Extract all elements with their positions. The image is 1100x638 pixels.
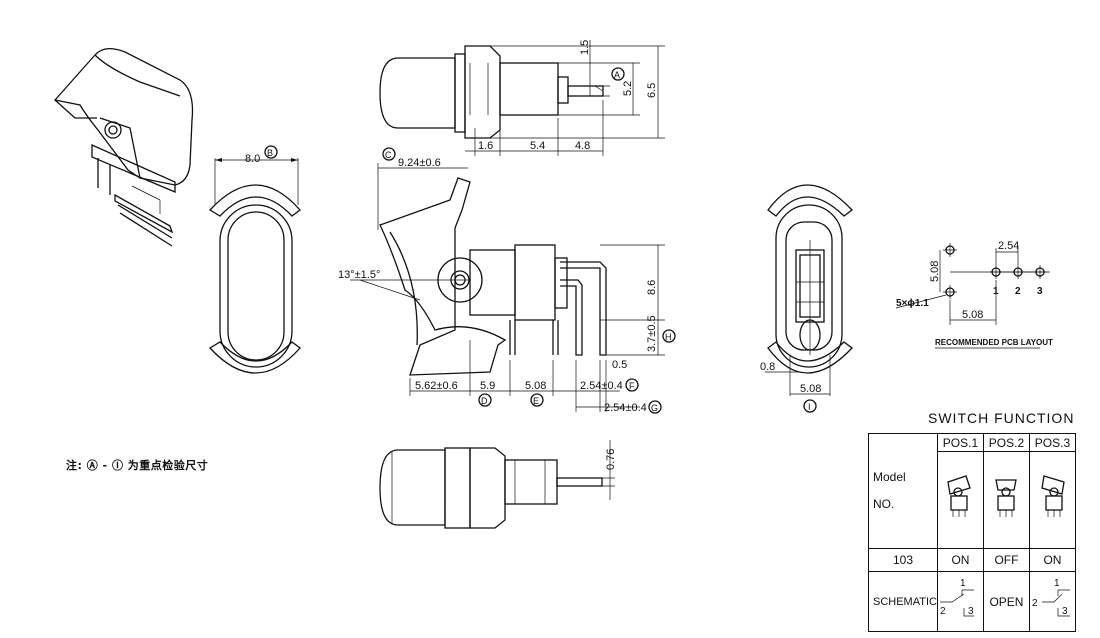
side-pin-dim: 0.5 [612,359,627,371]
side-e-label: E [533,396,539,406]
sch1-pin-1: 1 [960,578,966,589]
side-c-label: C [385,150,392,160]
pcb-hole-label: 5×ϕ1.1 [896,298,929,309]
side-bottom-dim-5: 2.54±0.4 [604,402,647,414]
switch-pos-2-icon [995,479,1017,517]
pos-3-state: ON [1028,548,1076,572]
model-label: Model [873,470,906,484]
pos-2-header: POS.2 [982,433,1030,452]
pos-1-icon-cell [936,451,984,549]
top-dim-4: 1.6 [478,140,493,152]
schematic-open: OPEN [982,571,1030,632]
model-no-label: NO. [873,497,895,511]
pos-1-header: POS.1 [936,433,984,452]
sch3-pin-2: 2 [1032,598,1038,609]
front-b-label: B [267,148,273,158]
switch-pos-1-icon [947,475,971,517]
switch-function-table: Model NO. POS.1 POS.2 POS.3 [868,433,1076,632]
pcb-dim-3: 5.08 [962,309,983,321]
pcb-dim-1: 2.54 [998,240,1019,252]
sch3-pin-1: 1 [1054,578,1060,589]
switch-function-title: SWITCH FUNCTION [928,410,1075,426]
side-c-dim: 9.24±0.6 [398,157,441,169]
bottom-view: 0.76 [379,440,617,529]
pcb-pin-2: 2 [1015,286,1021,297]
model-header-cell: Model NO. [868,433,938,549]
top-dim-3: 6.5 [646,83,658,98]
pcb-pin-3: 3 [1037,286,1043,297]
sch1-pin-3: 3 [968,606,974,617]
side-bottom-dim-3: 5.08 [525,380,546,392]
side-height-dim: 8.6 [646,280,658,295]
top-dim-6: 4.8 [575,140,590,152]
pcb-dim-2: 5.08 [929,261,941,282]
pcb-pin-1: 1 [993,286,999,297]
side-bottom-dim-2: 5.9 [480,380,495,392]
rear-dim-1: 0.8 [760,361,775,373]
side-view: C 9.24±0.6 13°±1.5° 8.6 3.7±0.5 H 0.5 [338,147,676,414]
top-dim-1: 1.5 [579,40,591,55]
front-width-dim: 8.0 [245,153,260,165]
pos-1-state: ON [936,548,984,572]
isometric-view [53,48,194,247]
side-angle: 13°±1.5° [338,269,380,281]
pos-3-icon-cell [1028,451,1076,549]
pos-3-header: POS.3 [1028,433,1076,452]
top-view: 1.5 5.2 6.5 A 1.6 5.4 4.8 [379,40,665,156]
pos-2-state: OFF [982,548,1030,572]
sch3-pin-3: 3 [1062,606,1068,617]
top-dim-2: 5.2 [622,81,634,96]
side-f-label: F [629,381,635,391]
bottom-dim: 0.76 [605,449,617,470]
schematic-pos-1-diagram: 1 2 3 [939,578,974,617]
side-g-label: G [651,403,658,413]
top-a-label: A [614,70,620,80]
top-dim-5: 5.4 [530,140,545,152]
rear-dim-2: 5.08 [800,383,821,395]
inspection-note: 注: Ⓐ - Ⓘ 为重点检验尺寸 [66,459,209,472]
rear-view: 0.8 5.08 I [760,184,853,413]
schematic-pos-3-diagram: 1 2 3 [1032,578,1070,617]
schematic-pos-1: 1 2 3 [936,571,984,632]
side-bottom-dim-4: 2.54±0.4 [580,380,623,392]
front-view: 8.0 B [208,145,301,374]
switch-pos-3-icon [1041,475,1065,517]
side-h-dim: 3.7±0.5 [646,315,658,352]
side-d-label: D [481,396,488,406]
schematic-label: SCHEMATIC [868,571,938,632]
sch1-pin-2: 2 [940,606,946,617]
pcb-layout: 2.54 5.08 5.08 5×ϕ1.1 1 2 3 RECOMMENDED … [895,240,1053,349]
model-no-value: 103 [868,548,938,572]
rear-i-label: I [808,402,811,412]
pos-2-icon-cell [982,451,1030,549]
schematic-pos-3: 1 2 3 [1028,571,1076,632]
side-bottom-dim-1: 5.62±0.6 [415,380,458,392]
pcb-title: RECOMMENDED PCB LAYOUT [935,338,1053,347]
side-h-label: H [665,332,672,342]
